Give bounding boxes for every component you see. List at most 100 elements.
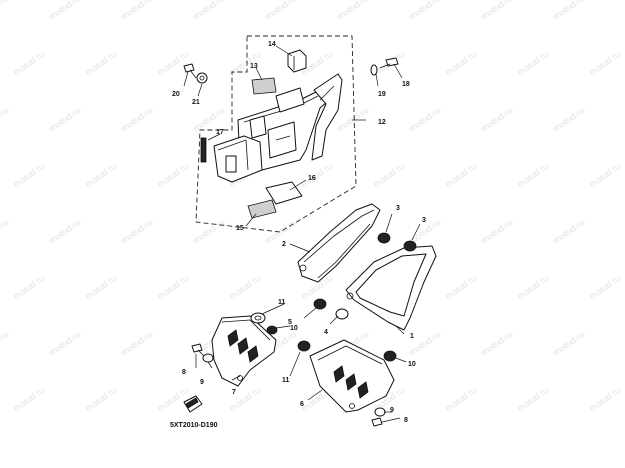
grommet-10b (383, 350, 397, 362)
callout-16: 16 (308, 175, 316, 182)
grommet-4 (335, 308, 349, 320)
watermark-text: motod.ru (0, 217, 10, 246)
watermark-text: motod.ru (515, 49, 550, 78)
watermark-text: motod.ru (47, 217, 82, 246)
callout-15: 15 (236, 225, 244, 232)
watermark-text: motod.ru (191, 217, 226, 246)
callout-12: 12 (378, 119, 386, 126)
callout-1: 1 (410, 333, 414, 340)
bracket-assembly (213, 73, 343, 183)
bolt-8a (191, 343, 205, 357)
watermark-text: motod.ru (407, 105, 442, 134)
callout-9a: 9 (200, 379, 204, 386)
watermark-text: motod.ru (83, 49, 118, 78)
washer-9a (202, 353, 214, 363)
clip-14 (287, 49, 307, 73)
callout-5: 5 (288, 319, 292, 326)
callout-3b: 3 (422, 217, 426, 224)
watermark-text: motod.ru (479, 105, 514, 134)
leader-lines (183, 45, 421, 423)
side-cover-1 (345, 245, 437, 331)
assembly-outline (195, 35, 357, 233)
watermark-text: motod.ru (515, 273, 550, 302)
watermark-text: motod.ru (83, 161, 118, 190)
callout-2: 2 (282, 241, 286, 248)
watermark-text: motod.ru (0, 0, 10, 22)
watermark-text: motod.ru (551, 105, 586, 134)
watermark-text: motod.ru (551, 217, 586, 246)
callout-labels: 14 13 17 16 15 12 20 21 19 18 2 3 3 1 4 … (172, 41, 426, 424)
diagram-code: 5XT2010-D190 (170, 422, 218, 429)
watermark-text: motod.ru (515, 385, 550, 414)
watermark-text: motod.ru (551, 329, 586, 358)
side-cover-6 (309, 339, 395, 413)
watermark-text: motod.ru (11, 49, 46, 78)
callout-20: 20 (172, 91, 180, 98)
watermark-text: motod.ru (83, 385, 118, 414)
watermark-text: motod.ru (155, 273, 190, 302)
watermark-text: motod.ru (335, 105, 370, 134)
watermark-text: motod.ru (587, 385, 622, 414)
watermark-text: motod.ru (443, 385, 478, 414)
callout-8b: 8 (404, 417, 408, 424)
washer-9b (374, 407, 386, 417)
callout-14: 14 (268, 41, 276, 48)
pad-13 (251, 77, 277, 95)
grommet-10a (266, 325, 278, 335)
watermark-text: motod.ru (479, 329, 514, 358)
watermark-text: motod.ru (11, 385, 46, 414)
watermark-text: motod.ru (119, 329, 154, 358)
watermark-text: motod.ru (587, 161, 622, 190)
grommet-11b (297, 340, 311, 352)
watermark-text: motod.ru (371, 161, 406, 190)
side-cover-7 (211, 315, 277, 387)
callout-10a: 10 (290, 325, 298, 332)
callout-19: 19 (378, 91, 386, 98)
washer-21 (196, 72, 208, 84)
watermark-text: motod.ru (479, 217, 514, 246)
callout-7: 7 (232, 389, 236, 396)
watermark-text: motod.ru (263, 217, 298, 246)
callout-11a: 11 (278, 299, 286, 306)
watermark-text: motod.ru (47, 105, 82, 134)
callout-18: 18 (402, 81, 410, 88)
callout-10b: 10 (408, 361, 416, 368)
watermark-text: motod.ru (119, 0, 154, 22)
watermark-text: motod.ru (443, 161, 478, 190)
callout-4: 4 (324, 329, 328, 336)
watermark-text: motod.ru (191, 0, 226, 22)
strip-17 (200, 137, 207, 163)
watermark-text: motod.ru (155, 161, 190, 190)
watermark-text: motod.ru (0, 329, 10, 358)
watermark-text: motod.ru (263, 0, 298, 22)
grommet-3a (377, 232, 391, 244)
watermark-text: motod.ru (479, 0, 514, 22)
watermark-text: motod.ru (587, 273, 622, 302)
watermark-text: motod.ru (551, 0, 586, 22)
callout-3a: 3 (396, 205, 400, 212)
pad-16 (265, 181, 303, 205)
reference-icon (183, 395, 203, 413)
watermark-text: motod.ru (47, 329, 82, 358)
bolt-20 (183, 63, 197, 79)
watermark-text: motod.ru (443, 273, 478, 302)
side-cover-2 (297, 203, 381, 283)
watermark-text: motod.ru (443, 49, 478, 78)
watermark-text: motod.ru (11, 161, 46, 190)
watermark-text: motod.ru (0, 105, 10, 134)
callout-11b: 11 (282, 377, 290, 384)
grommet-3b (403, 240, 417, 252)
watermark-text: motod.ru (155, 49, 190, 78)
watermark-text: motod.ru (47, 0, 82, 22)
bolt-18 (379, 57, 399, 69)
pad-15 (247, 199, 277, 219)
callout-13: 13 (250, 63, 258, 70)
watermark-text: motod.ru (335, 0, 370, 22)
watermark-text: motod.ru (83, 273, 118, 302)
watermark-text: motod.ru (227, 273, 262, 302)
watermark-text: motod.ru (119, 217, 154, 246)
watermark-text: motod.ru (515, 161, 550, 190)
watermark-text: motod.ru (155, 385, 190, 414)
